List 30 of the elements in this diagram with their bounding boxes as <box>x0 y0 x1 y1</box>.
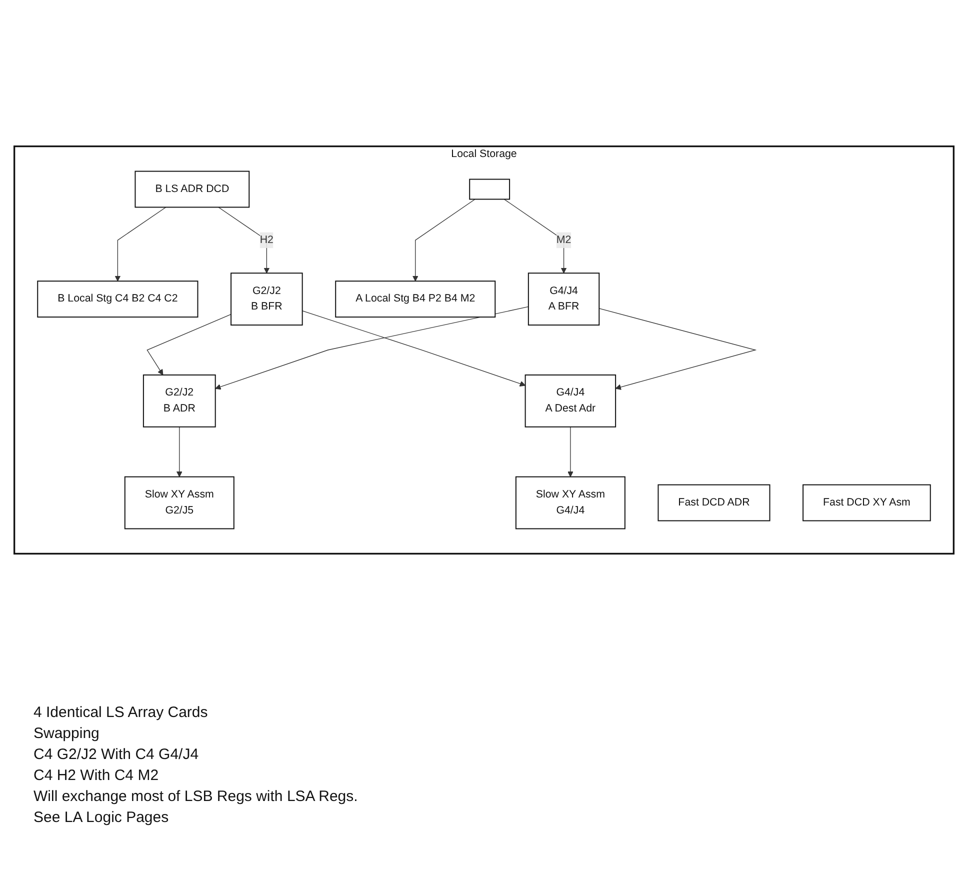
node-box: G4/J4 A BFR <box>527 272 600 326</box>
node-box: Slow XY Assm G2/J5 <box>124 476 234 530</box>
node-box: Fast DCD XY Asm <box>802 484 930 522</box>
node-box: G2/J2 B ADR <box>142 374 216 428</box>
node-box: G2/J2 B BFR <box>230 272 302 326</box>
note-text: C4 G2/J2 With C4 G4/J4 <box>34 746 200 763</box>
note-text: See LA Logic Pages <box>34 809 170 826</box>
note-text: 4 Identical LS Array Cards <box>34 704 209 721</box>
arrow <box>218 206 270 274</box>
arrow <box>567 426 573 478</box>
arrow <box>412 198 475 282</box>
note-text: C4 H2 With C4 M2 <box>34 767 160 784</box>
arrow <box>214 306 528 390</box>
edge-label: H2 <box>259 234 273 246</box>
node-box: Fast DCD ADR <box>657 484 770 522</box>
arrow <box>176 426 182 478</box>
node-box: Slow XY Assm G4/J4 <box>514 476 625 530</box>
node-box: B Local Stg C4 B2 C4 C2 <box>36 280 198 318</box>
node-box: A Local Stg B4 P2 B4 M2 <box>334 280 496 318</box>
node-box <box>468 178 510 200</box>
node-box: G4/J4 A Dest Adr <box>524 374 616 428</box>
node-box: B LS ADR DCD <box>134 170 250 208</box>
arrow <box>503 198 566 274</box>
arrow <box>598 308 756 390</box>
edge-label: M2 <box>556 234 571 246</box>
arrow <box>146 314 231 376</box>
note-text: Will exchange most of LSB Regs with LSA Regs. <box>34 788 359 805</box>
note-text: Swapping <box>34 725 100 742</box>
arrow <box>114 206 166 282</box>
arrow <box>302 310 526 386</box>
